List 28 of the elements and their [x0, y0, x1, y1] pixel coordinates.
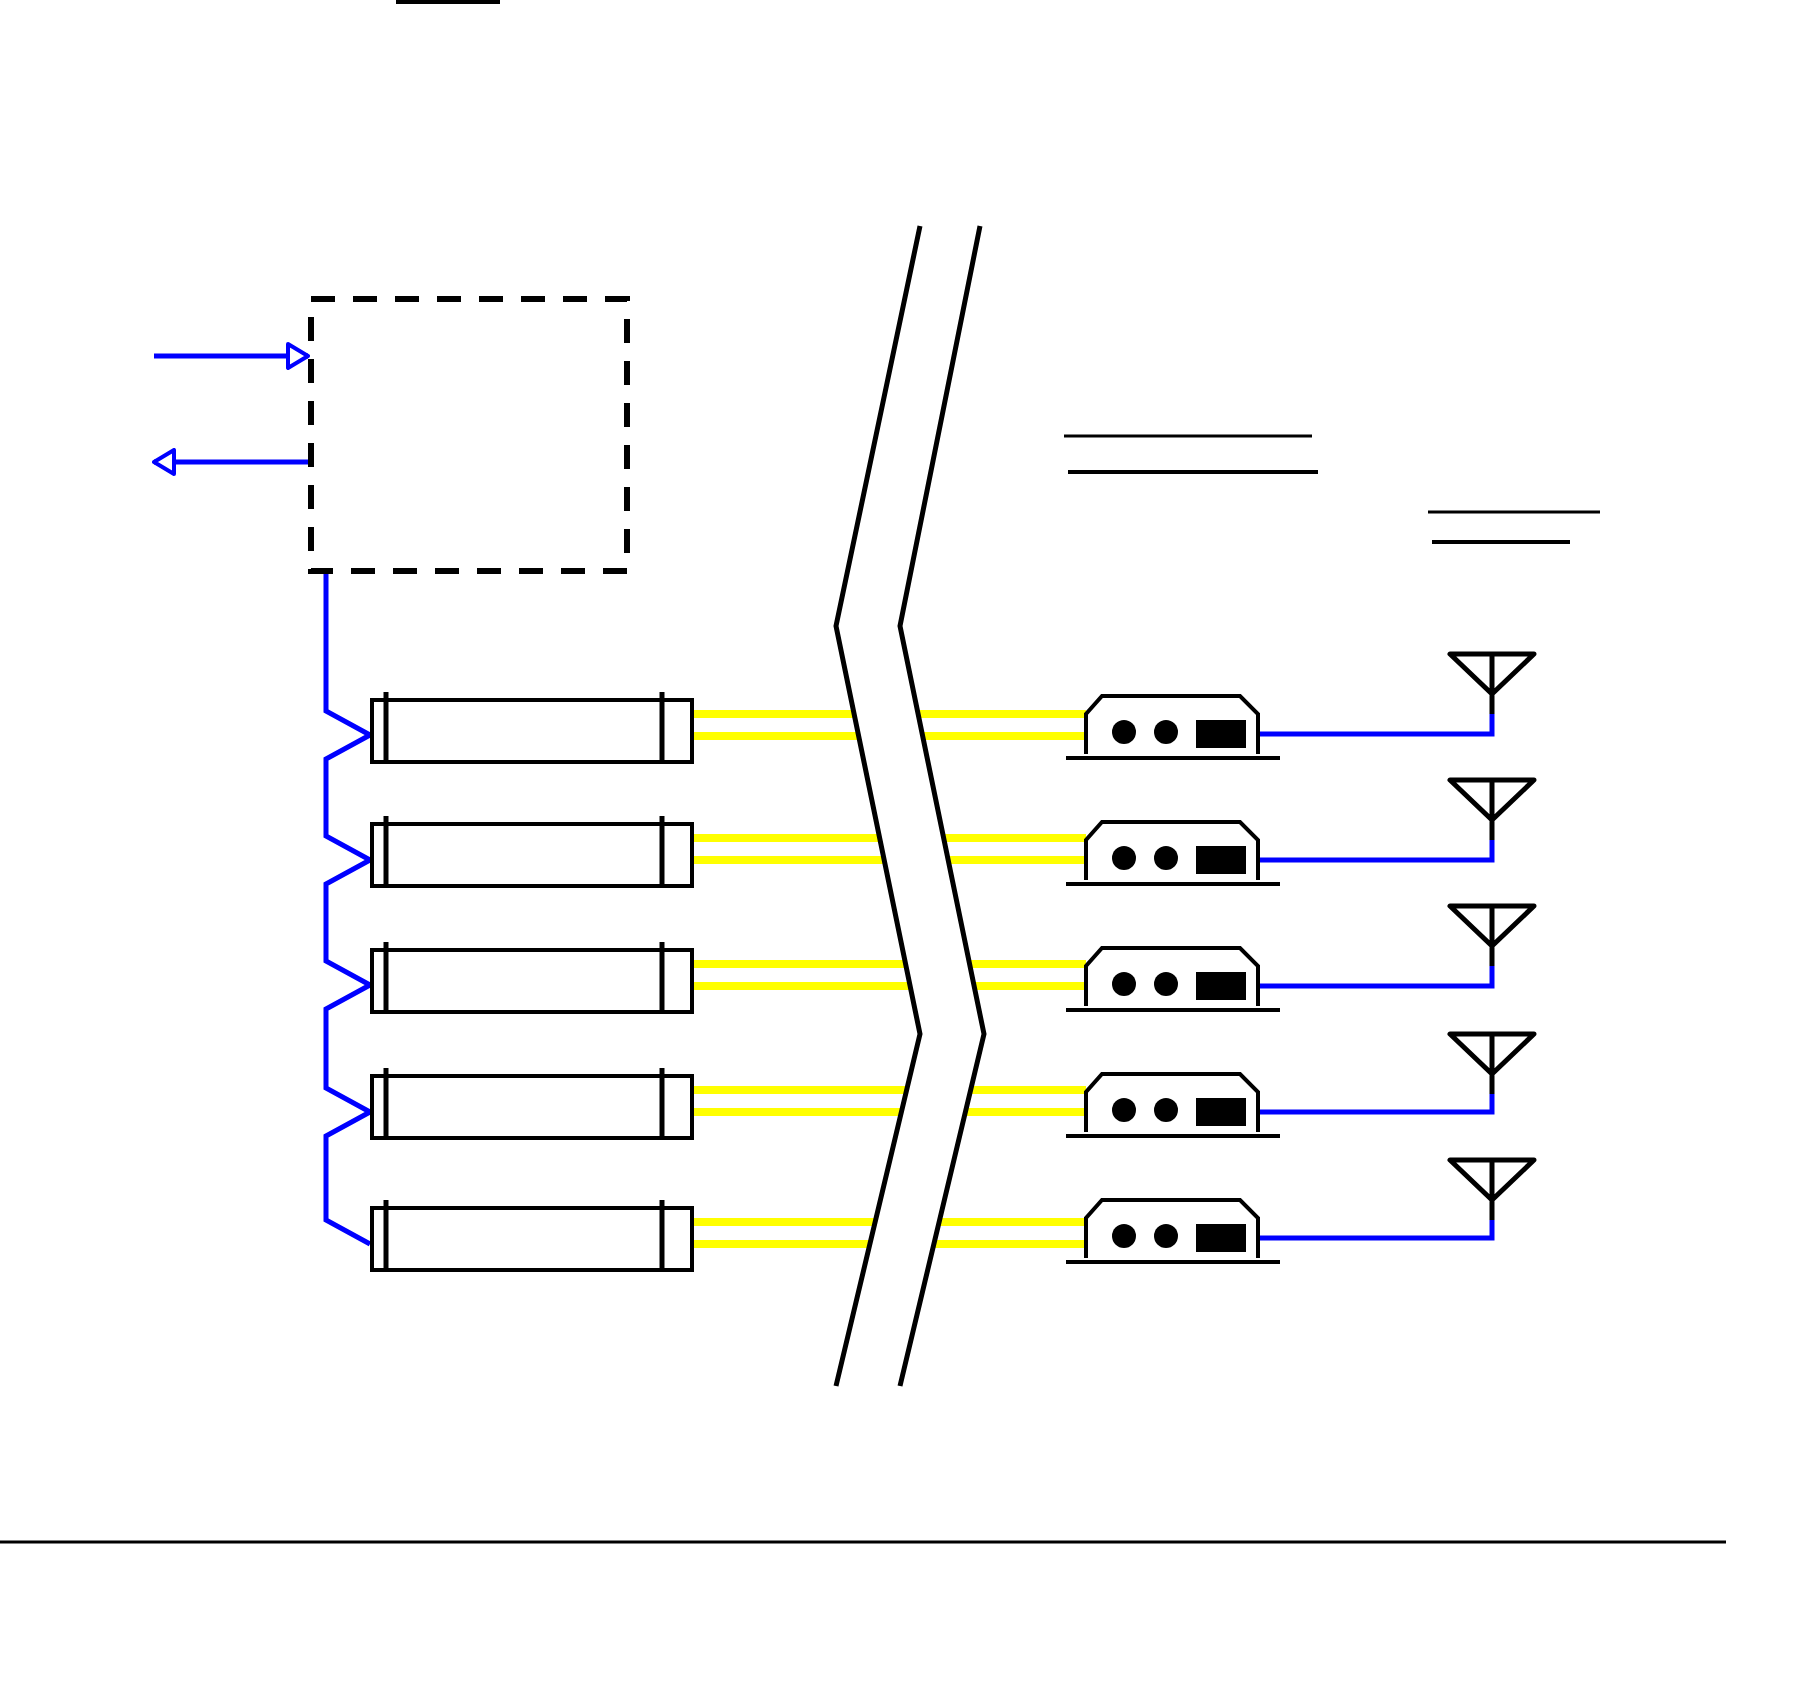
- antenna-symbol: [1448, 1158, 1536, 1220]
- connector-line: [1260, 714, 1495, 737]
- connector-line: [1260, 1094, 1495, 1115]
- connector-line: [1260, 966, 1495, 989]
- connector-line: [154, 342, 310, 370]
- antenna-symbol: [1448, 904, 1536, 966]
- dashed-box: [308, 296, 630, 574]
- connector-line: [152, 448, 308, 476]
- rack-unit: [370, 1206, 694, 1274]
- remote-unit: [1066, 694, 1280, 760]
- rack-unit: [370, 948, 694, 1014]
- antenna-symbol: [1448, 652, 1536, 714]
- connector-line: [323, 732, 372, 863]
- connector-line: [1260, 840, 1495, 863]
- antenna-symbol: [1448, 1032, 1536, 1094]
- rack-unit: [370, 698, 694, 764]
- remote-unit: [1066, 946, 1280, 1012]
- connector-line: [1260, 1220, 1495, 1241]
- connector-line: [323, 982, 372, 1115]
- connector-line: [323, 857, 372, 988]
- antenna-symbol: [1448, 778, 1536, 840]
- connector-line: [323, 574, 372, 738]
- remote-unit: [1066, 820, 1280, 886]
- remote-unit: [1066, 1072, 1280, 1138]
- rack-unit: [370, 1074, 694, 1142]
- remote-unit: [1066, 1198, 1280, 1264]
- connector-line: [323, 1109, 372, 1247]
- rack-unit: [370, 822, 694, 890]
